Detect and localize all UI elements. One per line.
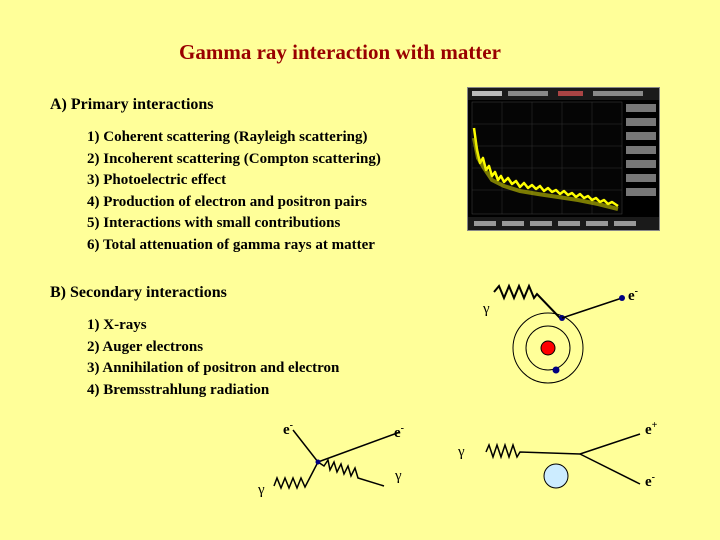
list-item: 1) Coherent scattering (Rayleigh scatter… [87,129,368,145]
list-item: 3) Photoelectric effect [87,172,227,188]
bound-electron [552,366,560,374]
gamma-wave-in [273,461,319,491]
emitted-electron [619,295,625,301]
spectrum-screenshot [467,87,660,231]
list-item: 5) Interactions with small contributions [87,215,341,231]
electron-in-line [292,429,319,463]
atom-inner-orbit [525,325,571,371]
pair-nucleus [543,463,569,489]
gamma-label-atom: γ [483,301,490,317]
list-item: 4) Production of electron and positron p… [87,193,368,210]
gamma-wave-out [317,458,385,487]
list-item: 3) Annihilation of positron and electron [87,360,340,376]
list-item: 2) Auger electrons [87,338,204,355]
secondary-interactions-list: 1) X-rays 2) Auger electrons 3) Annihila… [87,315,339,401]
interaction-point [315,459,321,465]
gamma-label-compton-in: γ [258,482,265,498]
list-item: 4) Bremsstrahlung radiation [87,381,270,398]
list-item: 1) X-rays [87,317,147,333]
list-item: 2) Incoherent scattering (Compton scatte… [87,150,381,167]
gamma-label-compton-out: γ [395,468,402,484]
electron-label-pair: e- [645,472,656,490]
gamma-wave-pair [485,442,581,460]
electron-label-compton-out: e- [394,423,405,441]
positron-label: e+ [645,420,658,438]
section-a-heading: A) Primary interactions [50,96,214,113]
primary-interactions-list: 1) Coherent scattering (Rayleigh scatter… [87,127,381,256]
section-b-heading: B) Secondary interactions [50,284,227,301]
gamma-wave-incoming [493,283,561,319]
spectrum-plot [468,88,659,230]
page-title: Gamma ray interaction with matter [179,40,501,64]
electron-label-atom: e- [628,286,639,304]
atom-outer-orbit [512,312,584,384]
atom-nucleus [540,340,556,356]
ejected-electron-path [561,297,623,319]
electron-label-compton-in: e- [283,420,294,438]
gamma-label-pair: γ [458,444,465,460]
list-item: 6) Total attenuation of gamma rays at ma… [87,236,375,253]
electron-out-line [317,431,401,463]
positron-path [579,433,641,455]
electron-pair-path [579,453,641,485]
